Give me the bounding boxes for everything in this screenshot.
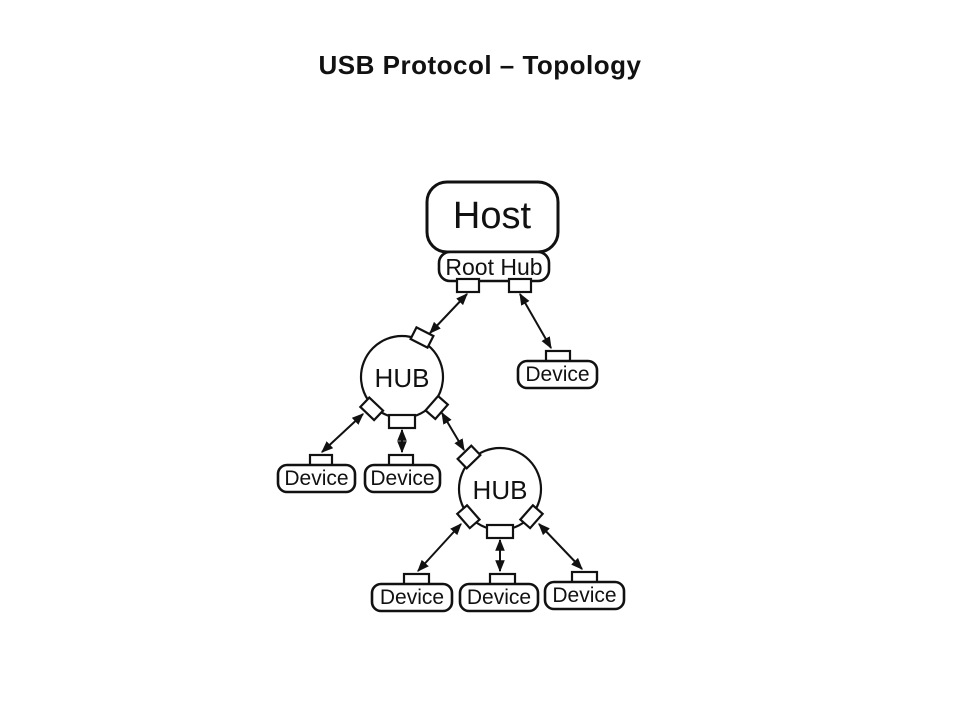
hub2-port-bottom-center-icon bbox=[485, 523, 515, 540]
root-hub-label: Root Hub bbox=[445, 254, 542, 280]
device4-node bbox=[370, 582, 454, 613]
hub2-port-bottom-right-icon bbox=[518, 503, 545, 530]
link-roothub-device1-arrow bbox=[519, 292, 552, 350]
device1-node bbox=[516, 359, 599, 390]
link-hub1-device2-arrow bbox=[321, 413, 364, 453]
link-hub2-device6-arrow bbox=[538, 523, 583, 570]
device6-label: Device bbox=[552, 584, 616, 607]
link-roothub-hub1-arrow bbox=[429, 293, 468, 334]
host-label: Host bbox=[453, 195, 532, 237]
hub1-port-bottom-right-icon bbox=[423, 394, 450, 421]
hub1-label: HUB bbox=[375, 363, 430, 393]
root-hub-port-left-icon bbox=[455, 277, 481, 294]
link-hub2-device4-arrow bbox=[417, 523, 462, 572]
root-hub-port-right-icon bbox=[507, 277, 533, 294]
link-hub1-hub2-arrow bbox=[441, 411, 465, 452]
device5-node bbox=[458, 582, 540, 613]
hub1-port-top-right-icon bbox=[409, 325, 435, 350]
hub2-port-bottom-left-icon bbox=[455, 503, 482, 530]
device6-node bbox=[543, 580, 626, 611]
device3-label: Device bbox=[370, 467, 434, 490]
device3-node bbox=[363, 463, 442, 494]
device2-label: Device bbox=[284, 467, 348, 490]
root-hub-node bbox=[437, 250, 551, 283]
hub2-label: HUB bbox=[473, 475, 528, 505]
slide-title: USB Protocol – Topology bbox=[318, 50, 642, 80]
hub1-port-bottom-left-icon bbox=[358, 395, 385, 422]
device5-label: Device bbox=[467, 586, 531, 609]
device2-node bbox=[276, 463, 357, 494]
device4-label: Device bbox=[380, 586, 444, 609]
device1-label: Device bbox=[525, 363, 589, 386]
hub2-port-top-left-icon bbox=[456, 444, 482, 470]
hub1-port-bottom-center-icon bbox=[387, 413, 417, 430]
